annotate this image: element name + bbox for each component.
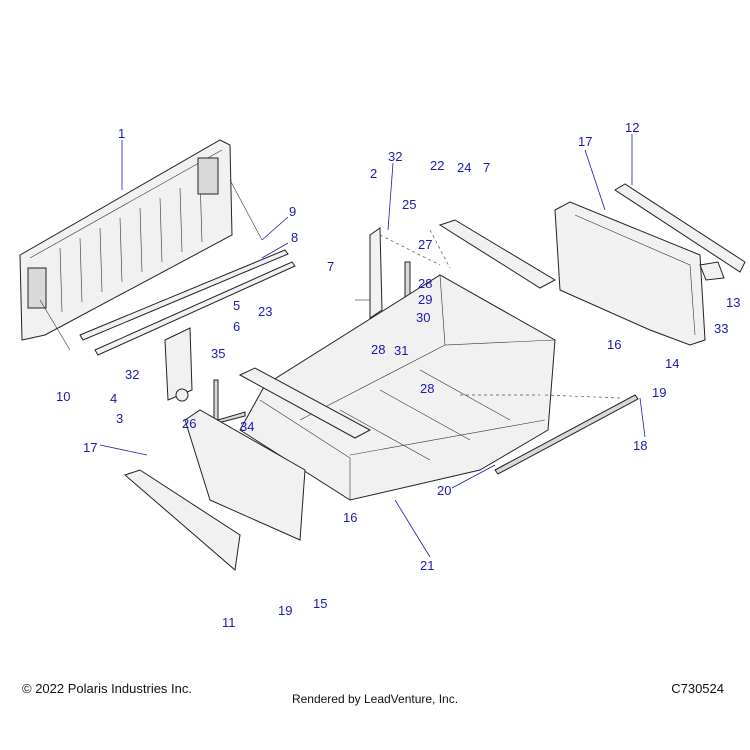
callout-16b: 16 — [607, 337, 621, 352]
callout-3: 3 — [116, 411, 123, 426]
callout-1: 1 — [118, 126, 125, 141]
assembly-lines — [379, 229, 621, 399]
callout-30: 30 — [416, 310, 430, 325]
callout-28c: 28 — [420, 381, 434, 396]
callout-32a: 32 — [388, 149, 402, 164]
callout-14: 14 — [665, 356, 679, 371]
copyright-text: © 2022 Polaris Industries Inc. — [22, 681, 192, 696]
callout-27: 27 — [418, 237, 432, 252]
callout-35: 35 — [211, 346, 225, 361]
callout-29: 29 — [418, 292, 432, 307]
callout-7b: 7 — [483, 160, 490, 175]
callout-2: 2 — [370, 166, 377, 181]
callout-28a: 28 — [418, 276, 432, 291]
inner-rail-part — [238, 367, 372, 439]
right-side-panel-part — [554, 183, 746, 346]
callout-28b: 28 — [371, 342, 385, 357]
drawing-number: C730524 — [671, 681, 724, 696]
callout-7a: 7 — [327, 259, 334, 274]
callout-6: 6 — [233, 319, 240, 334]
callout-20: 20 — [437, 483, 451, 498]
right-post-part — [355, 227, 383, 319]
callout-26: 26 — [182, 416, 196, 431]
callout-19b: 19 — [652, 385, 666, 400]
callout-31: 31 — [394, 343, 408, 358]
long-bars-part — [494, 394, 639, 475]
callout-5: 5 — [233, 298, 240, 313]
callout-21: 21 — [420, 558, 434, 573]
cargo-box-part — [239, 274, 556, 501]
callout-34: 34 — [240, 419, 254, 434]
callout-33: 33 — [714, 321, 728, 336]
callout-9: 9 — [289, 204, 296, 219]
callout-labels: 1 2 3 4 5 6 7 7 8 9 10 11 12 13 14 15 16… — [56, 120, 740, 630]
callout-11: 11 — [222, 615, 236, 630]
callout-18: 18 — [633, 438, 647, 453]
callout-23: 23 — [258, 304, 272, 319]
callout-12: 12 — [625, 120, 639, 135]
left-side-panel-part — [124, 409, 306, 571]
callout-17b: 17 — [578, 134, 592, 149]
callout-15: 15 — [313, 596, 327, 611]
callout-4: 4 — [110, 391, 117, 406]
callout-13: 13 — [726, 295, 740, 310]
leader-lines — [99, 134, 646, 558]
callout-8: 8 — [291, 230, 298, 245]
callout-17a: 17 — [83, 440, 97, 455]
callout-22: 22 — [430, 158, 444, 173]
callout-16a: 16 — [343, 510, 357, 525]
callout-10: 10 — [56, 389, 70, 404]
rendered-by-text: Rendered by LeadVenture, Inc. — [291, 692, 459, 706]
left-bracket-part — [164, 327, 193, 402]
tailgate-part — [19, 139, 263, 351]
callout-32b: 32 — [125, 367, 139, 382]
callout-19a: 19 — [278, 603, 292, 618]
callout-25: 25 — [402, 197, 416, 212]
seal-strips-part — [79, 249, 296, 356]
callout-24: 24 — [457, 160, 471, 175]
cross-rail-part — [438, 219, 557, 289]
